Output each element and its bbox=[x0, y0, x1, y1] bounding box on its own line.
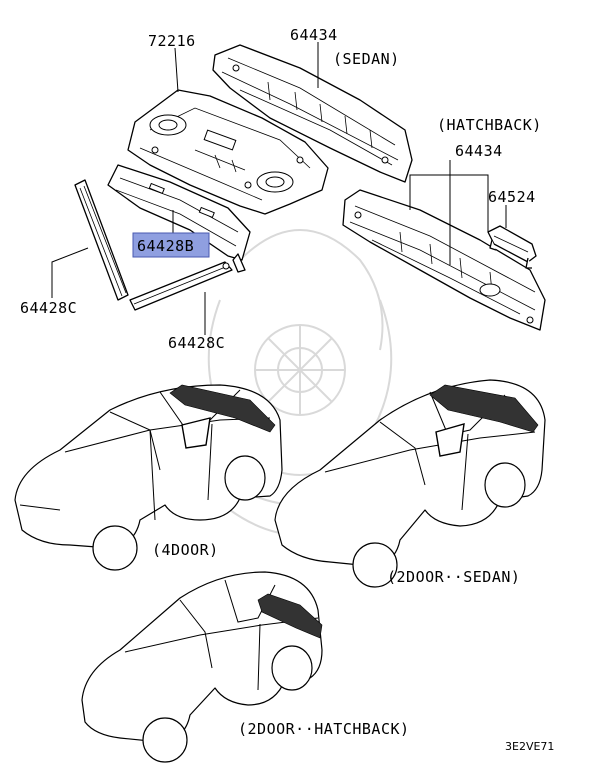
label-car-2door-sedan: (2DOOR··SEDAN) bbox=[387, 568, 520, 586]
car1-highlight-parts bbox=[169, 384, 276, 449]
label-hatchback-note: (HATCHBACK) bbox=[437, 116, 542, 134]
car3-highlight-parts bbox=[257, 593, 323, 639]
shelf-reinforcement-64428b[interactable] bbox=[107, 164, 251, 273]
selected-part-highlight bbox=[132, 232, 210, 258]
label-car-4door: (4DOOR) bbox=[152, 541, 219, 559]
rear-panel-64434-hatchback[interactable] bbox=[342, 189, 546, 331]
leader-lines bbox=[51, 42, 507, 335]
label-64524[interactable]: 64524 bbox=[488, 188, 536, 206]
label-64428c-left[interactable]: 64428C bbox=[20, 299, 77, 317]
brace-64428c-bottom[interactable] bbox=[129, 261, 233, 311]
car2-highlight-parts bbox=[429, 384, 539, 457]
car-illustration-4door bbox=[14, 384, 283, 571]
label-64434-hatchback[interactable]: 64434 bbox=[455, 142, 503, 160]
label-64428c-bottom[interactable]: 64428C bbox=[168, 334, 225, 352]
car-illustration-2door-sedan bbox=[274, 379, 546, 588]
label-car-2door-hatchback: (2DOOR··HATCHBACK) bbox=[238, 720, 410, 738]
label-72216[interactable]: 72216 bbox=[148, 32, 196, 50]
label-64434-sedan[interactable]: 64434 bbox=[290, 26, 338, 44]
label-sedan-note: (SEDAN) bbox=[333, 50, 400, 68]
rear-shelf-panel-72216[interactable] bbox=[127, 89, 329, 215]
rear-panel-64434-sedan[interactable] bbox=[212, 44, 413, 183]
pillar-64428c-left[interactable] bbox=[74, 179, 129, 301]
car-illustration-2door-hatchback bbox=[81, 571, 323, 763]
bracket-64524[interactable] bbox=[487, 225, 537, 269]
label-64428b[interactable]: 64428B bbox=[137, 237, 194, 255]
diagram-code: 3E2VE71 bbox=[505, 740, 554, 753]
